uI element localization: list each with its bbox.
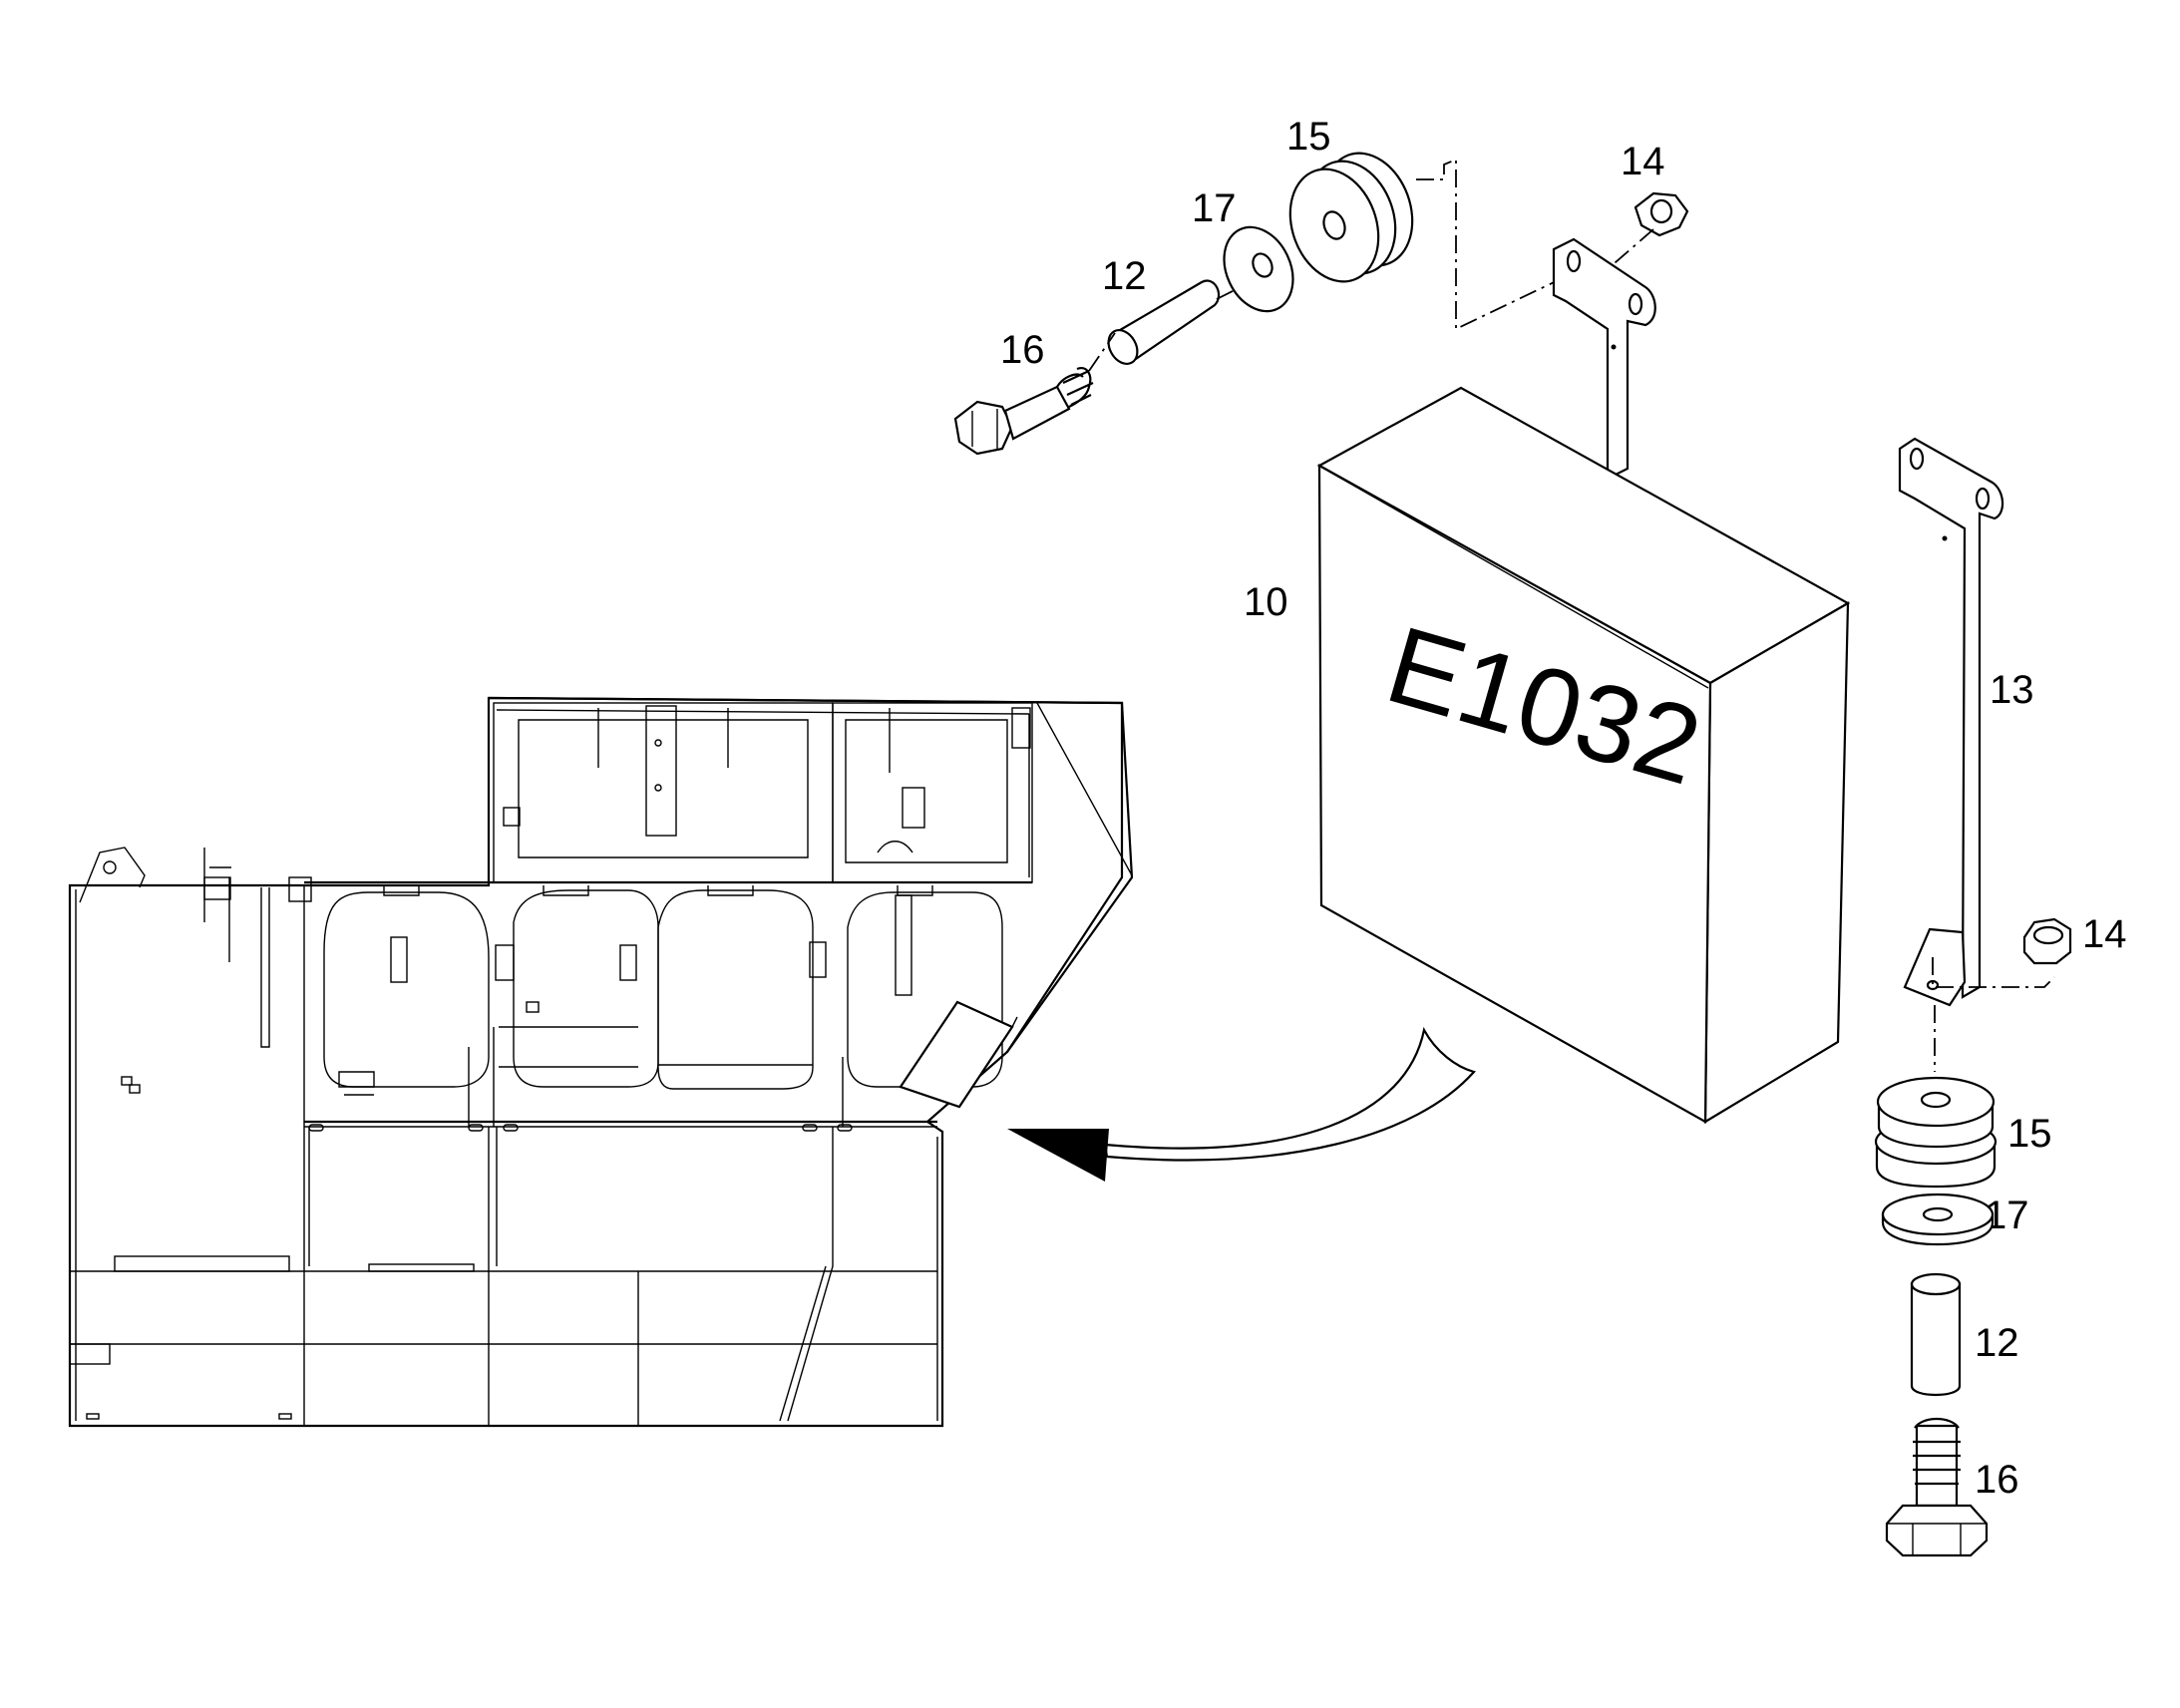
callout-15-top: 15 [1286, 115, 1331, 159]
rubber-mount-right [1874, 1076, 1998, 1189]
nut-right [2022, 917, 2072, 965]
bolt-top [953, 367, 1094, 456]
callout-14-right: 14 [2082, 912, 2127, 956]
electrical-enclosure-box: E1032 [1316, 386, 1851, 1124]
sleeve-right [1910, 1272, 1962, 1396]
location-arrow [1007, 1026, 1476, 1182]
washer-right [1881, 1193, 1995, 1246]
callout-15-right: 15 [2007, 1112, 2052, 1156]
sleeve-top [1107, 279, 1221, 365]
machine-frame [68, 696, 1134, 1428]
callout-14-top: 14 [1621, 140, 1665, 183]
callout-12-top: 12 [1102, 254, 1147, 298]
callout-16-right: 16 [1975, 1458, 2019, 1502]
callout-16-top: 16 [1000, 328, 1045, 372]
hanger-bracket-right [1898, 437, 2004, 1007]
rubber-mount-top [1288, 152, 1414, 283]
callout-10: 10 [1244, 580, 1288, 624]
callout-12-right: 12 [1975, 1321, 2019, 1365]
hanger-bracket-top [1552, 237, 1656, 481]
callout-13: 13 [1990, 668, 2034, 712]
nut-top [1634, 191, 1689, 237]
washer-top [1223, 225, 1294, 313]
bolt-right [1885, 1417, 1989, 1557]
callout-17-top: 17 [1192, 186, 1237, 230]
